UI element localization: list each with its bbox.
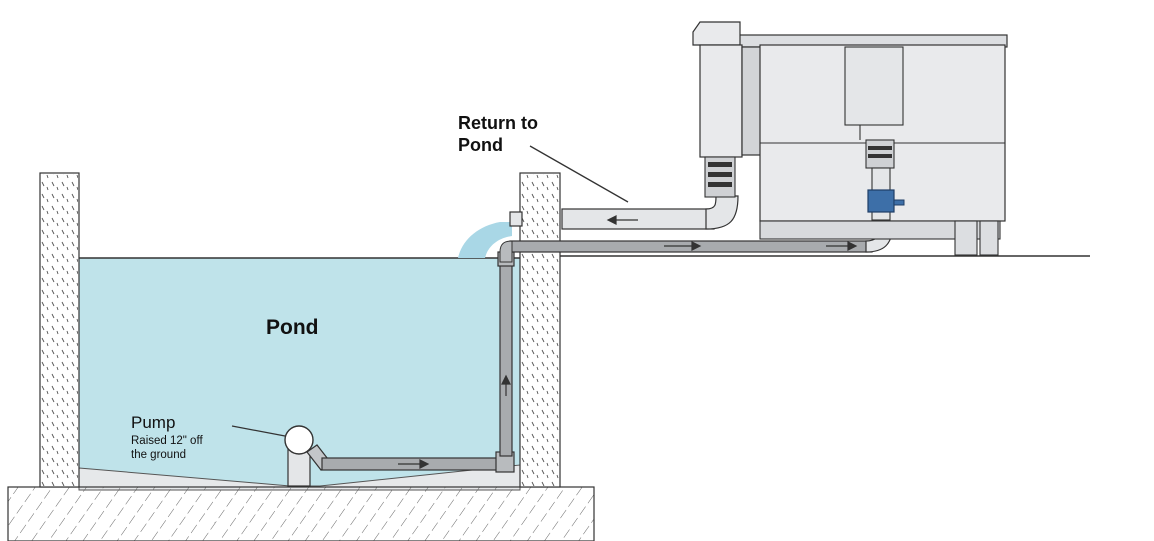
riser-pipe bbox=[499, 261, 513, 457]
return-label-leader bbox=[529, 145, 629, 203]
union-fitting bbox=[867, 189, 895, 213]
pump-label-leader bbox=[231, 425, 286, 437]
ground-base bbox=[7, 486, 595, 541]
return-pipe bbox=[561, 208, 715, 230]
pump-note-line1: Raised 12" off bbox=[131, 435, 203, 447]
pump-note-label: Raised 12" off the ground bbox=[131, 434, 241, 462]
pump-note-line2: the ground bbox=[131, 449, 186, 461]
pump-icon bbox=[284, 425, 332, 487]
return-to-pond-label: Return to Pond bbox=[458, 112, 538, 156]
pump-label: Pump bbox=[131, 413, 176, 432]
filter-unit-icon bbox=[692, 21, 1008, 256]
arrow-icon bbox=[398, 215, 858, 469]
pond-label: Pond bbox=[266, 316, 319, 339]
return-outlet bbox=[509, 211, 523, 227]
return-label-line2: Pond bbox=[458, 135, 503, 155]
return-label-line1: Return to bbox=[458, 113, 538, 133]
water-splash bbox=[458, 222, 512, 258]
